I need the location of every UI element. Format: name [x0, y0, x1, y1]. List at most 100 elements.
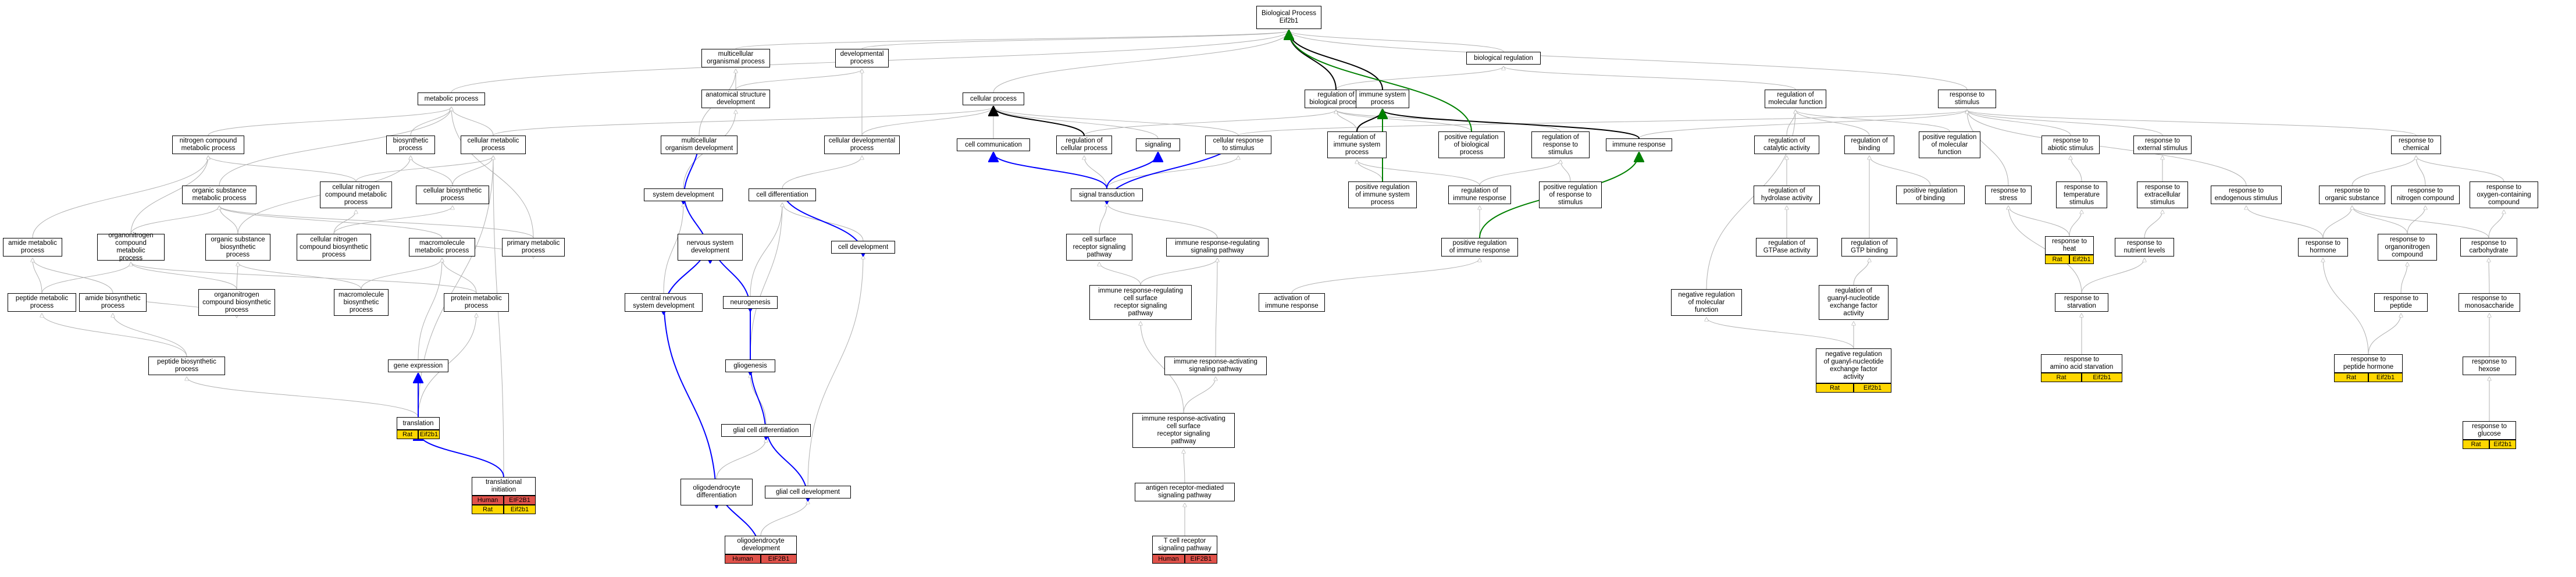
go-term-node-rnl[interactable]: response to nutrient levels	[2115, 238, 2174, 257]
go-term-node-ocbp[interactable]: organonitrogen compound biosynthetic pro…	[198, 289, 275, 316]
go-term-node-rextra[interactable]: response to extracellular stimulus	[2137, 181, 2188, 208]
go-term-node-crs[interactable]: cellular response to stimulus	[1205, 136, 1271, 154]
go-term-node-osmp[interactable]: organic substance metabolic process	[182, 186, 256, 204]
go-term-node-breg[interactable]: biological regulation	[1466, 52, 1541, 65]
is-a-edge-pepmp-amp	[33, 258, 42, 294]
go-term-node-rbind[interactable]: regulation of binding	[1844, 136, 1894, 154]
go-term-node-iracsr[interactable]: immune response-activating cell surface …	[1132, 413, 1235, 448]
go-term-node-ccomm[interactable]: cell communication	[957, 138, 1030, 151]
go-term-node-rtemp[interactable]: response to temperature stimulus	[2056, 181, 2107, 208]
part-of-edge-rbp-bp	[1289, 31, 1337, 90]
go-term-node-rir[interactable]: regulation of immune response	[1448, 186, 1511, 204]
go-term-node-transl[interactable]: translation	[397, 417, 440, 430]
go-term-node-rph[interactable]: response to peptide hormone	[2334, 354, 2403, 373]
go-term-node-roc[interactable]: response to oxygen-containing compound	[2470, 181, 2538, 208]
go-term-node-prisp[interactable]: positive regulation of immune system pro…	[1348, 181, 1417, 208]
go-term-node-ir[interactable]: immune response	[1606, 138, 1672, 151]
go-term-node-amp[interactable]: amide metabolic process	[3, 238, 62, 257]
go-term-node-prmf[interactable]: positive regulation of molecular functio…	[1919, 131, 1980, 158]
go-term-node-rexs[interactable]: response to external stimulus	[2133, 136, 2192, 154]
go-term-node-signaling[interactable]: signaling	[1136, 138, 1180, 151]
go-term-node-pmp[interactable]: primary metabolic process	[502, 238, 565, 257]
go-term-node-prb[interactable]: positive regulation of binding	[1896, 186, 1965, 204]
go-term-node-celldev[interactable]: cell development	[831, 241, 895, 254]
go-term-node-gexp[interactable]: gene expression	[388, 359, 448, 372]
go-term-node-nsd[interactable]: nervous system development	[678, 234, 743, 261]
go-term-node-protmp[interactable]: protein metabolic process	[444, 293, 509, 312]
go-term-node-ti[interactable]: translational initiation	[472, 477, 536, 496]
go-term-node-nrmf[interactable]: negative regulation of molecular functio…	[1671, 289, 1742, 316]
go-term-node-rcp[interactable]: regulation of cellular process	[1056, 136, 1112, 154]
go-term-node-prir[interactable]: positive regulation of immune response	[1441, 238, 1518, 257]
go-term-node-sysdev[interactable]: system development	[644, 188, 723, 201]
go-term-node-rnc[interactable]: response to nitrogen compound	[2391, 186, 2460, 204]
go-term-node-rgnef[interactable]: regulation of guanyl-nucleotide exchange…	[1819, 285, 1889, 320]
go-term-node-celldiff[interactable]: cell differentiation	[749, 188, 816, 201]
go-term-node-rabs[interactable]: response to abiotic stimulus	[2041, 136, 2100, 154]
go-term-node-rha[interactable]: regulation of hydrolase activity	[1754, 186, 1820, 204]
go-term-node-rts[interactable]: response to stimulus	[1938, 90, 1996, 108]
go-term-node-dev[interactable]: developmental process	[835, 49, 889, 67]
go-term-node-mod[interactable]: multicellular organism development	[661, 136, 737, 154]
go-term-node-cbios[interactable]: cellular biosynthetic process	[416, 186, 489, 204]
go-term-node-actir[interactable]: activation of immune response	[1259, 293, 1325, 312]
go-term-node-rgtpb[interactable]: regulation of GTP binding	[1841, 238, 1897, 257]
go-term-node-rchem[interactable]: response to chemical	[2391, 136, 2441, 154]
go-term-node-rocc[interactable]: response to organonitrogen compound	[2378, 234, 2437, 261]
go-term-node-rstress[interactable]: response to stress	[1985, 186, 2032, 204]
go-term-node-glio[interactable]: gliogenesis	[725, 359, 775, 372]
go-term-node-rheat[interactable]: response to heat	[2045, 236, 2094, 255]
species-label: Rat	[2334, 373, 2368, 382]
go-term-node-osbp[interactable]: organic substance biosynthetic process	[205, 234, 270, 261]
go-term-node-pbp[interactable]: peptide biosynthetic process	[148, 357, 225, 375]
go-term-node-prbp[interactable]: positive regulation of biological proces…	[1438, 131, 1505, 158]
go-term-node-rmf[interactable]: regulation of molecular function	[1765, 90, 1826, 108]
go-term-node-rcat[interactable]: regulation of catalytic activity	[1754, 136, 1819, 154]
go-term-node-rstarv[interactable]: response to starvation	[2055, 293, 2108, 312]
go-term-node-csrsp[interactable]: cell surface receptor signaling pathway	[1066, 234, 1132, 261]
go-term-node-asd[interactable]: anatomical structure development	[701, 90, 770, 108]
go-term-node-rrs[interactable]: regulation of response to stimulus	[1531, 131, 1590, 158]
go-term-node-cmet[interactable]: cellular metabolic process	[461, 136, 526, 154]
go-term-node-tcr[interactable]: T cell receptor signaling pathway	[1152, 536, 1217, 554]
go-term-node-rgluc[interactable]: response to glucose	[2463, 421, 2516, 440]
go-term-node-mmp[interactable]: macromolecule metabolic process	[409, 238, 475, 257]
go-term-node-ncmp[interactable]: nitrogen compound metabolic process	[172, 136, 244, 154]
go-term-node-irrsp[interactable]: immune response-regulating signaling pat…	[1166, 238, 1269, 257]
go-term-node-bios[interactable]: biosynthetic process	[386, 136, 435, 154]
go-term-node-rgtp[interactable]: regulation of GTPase activity	[1756, 238, 1818, 257]
go-term-node-mop[interactable]: multicellular organismal process	[701, 49, 770, 67]
go-term-node-mbp[interactable]: macromolecule biosynthetic process	[334, 289, 389, 316]
go-term-node-metab[interactable]: metabolic process	[418, 92, 485, 105]
go-term-node-risp[interactable]: regulation of immune system process	[1327, 131, 1387, 158]
go-term-node-bp[interactable]: Biological Process Eif2b1	[1256, 6, 1321, 29]
go-term-node-arsp[interactable]: antigen receptor-mediated signaling path…	[1135, 483, 1235, 501]
go-term-node-pepmp[interactable]: peptide metabolic process	[8, 293, 76, 312]
go-term-node-cncbp[interactable]: cellular nitrogen compound biosynthetic …	[297, 234, 371, 261]
go-term-node-isp[interactable]: immune system process	[1356, 90, 1409, 108]
go-term-node-raas[interactable]: response to amino acid starvation	[2041, 354, 2122, 373]
go-term-node-odiff[interactable]: oligodendrocyte differentiation	[680, 479, 753, 505]
go-term-node-irasp[interactable]: immune response-activating signaling pat…	[1164, 357, 1267, 375]
go-term-node-ros[interactable]: response to organic substance	[2319, 186, 2385, 204]
go-term-node-irrcsrsp[interactable]: immune response-regulating cell surface …	[1089, 285, 1192, 320]
go-term-node-rhorm[interactable]: response to hormone	[2298, 238, 2348, 257]
go-term-node-gcd[interactable]: glial cell differentiation	[721, 424, 811, 437]
go-term-node-cdp[interactable]: cellular developmental process	[824, 136, 900, 154]
go-term-node-odev[interactable]: oligodendrocyte development	[725, 536, 797, 554]
go-term-node-rcarb[interactable]: response to carbohydrate	[2460, 238, 2517, 257]
go-term-node-rendo[interactable]: response to endogenous stimulus	[2211, 186, 2282, 204]
go-term-node-gcdev[interactable]: glial cell development	[765, 486, 851, 498]
go-term-node-cncmp[interactable]: cellular nitrogen compound metabolic pro…	[320, 181, 392, 208]
go-term-node-neuro[interactable]: neurogenesis	[723, 296, 778, 309]
go-term-node-nrgnef[interactable]: negative regulation of guanyl-nucleotide…	[1816, 348, 1891, 383]
go-term-node-cnsd[interactable]: central nervous system development	[625, 293, 703, 312]
go-term-node-onmp[interactable]: organonitrogen compound metabolic proces…	[97, 232, 165, 262]
go-term-node-abp[interactable]: amide biosynthetic process	[79, 293, 147, 312]
go-term-node-rmono[interactable]: response to monosaccharide	[2459, 293, 2520, 312]
go-term-node-prrs[interactable]: positive regulation of response to stimu…	[1539, 181, 1602, 208]
go-term-node-rhex[interactable]: response to hexose	[2463, 357, 2516, 375]
go-term-node-cellp[interactable]: cellular process	[963, 92, 1024, 105]
go-term-node-sigtrans[interactable]: signal transduction	[1071, 188, 1143, 201]
go-term-node-rpep[interactable]: response to peptide	[2374, 293, 2428, 312]
